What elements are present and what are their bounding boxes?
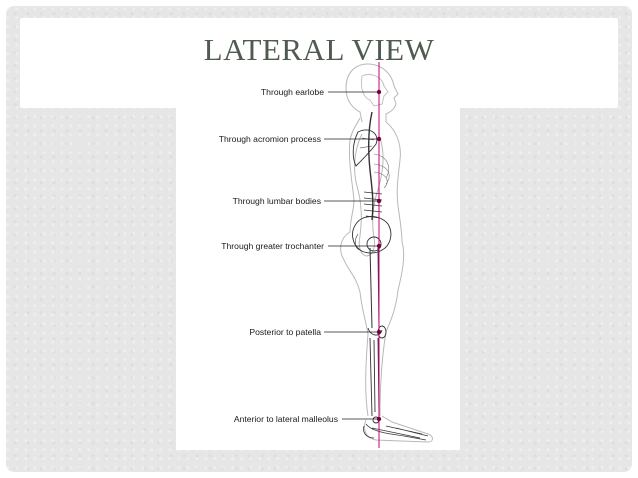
- landmark-dot-malleolus: [376, 416, 382, 422]
- leader-lines: [324, 91, 377, 420]
- landmark-dot-patella: [376, 329, 382, 335]
- skeleton: [352, 74, 429, 441]
- landmark-dot-acromion: [376, 136, 382, 142]
- label-acromion-process: Through acromion process: [219, 134, 321, 144]
- label-lumbar-bodies: Through lumbar bodies: [233, 196, 321, 206]
- label-earlobe: Through earlobe: [261, 87, 324, 97]
- body-silhouette: [340, 63, 433, 443]
- lateral-posture-diagram: Through earlobe Through acromion process…: [219, 62, 433, 448]
- posture-figure-panel: Through earlobe Through acromion process…: [176, 60, 460, 450]
- landmark-dot-lumbar: [376, 198, 382, 204]
- landmark-dot-trochanter: [376, 243, 382, 249]
- landmark-dots: [376, 89, 382, 422]
- slide-title: LATERAL VIEW: [203, 32, 435, 67]
- label-patella: Posterior to patella: [249, 327, 321, 337]
- label-lateral-malleolus: Anterior to lateral malleolus: [234, 414, 338, 424]
- landmark-dot-earlobe: [376, 89, 382, 95]
- landmark-labels: Through earlobe Through acromion process…: [219, 87, 338, 424]
- label-greater-trochanter: Through greater trochanter: [221, 241, 324, 251]
